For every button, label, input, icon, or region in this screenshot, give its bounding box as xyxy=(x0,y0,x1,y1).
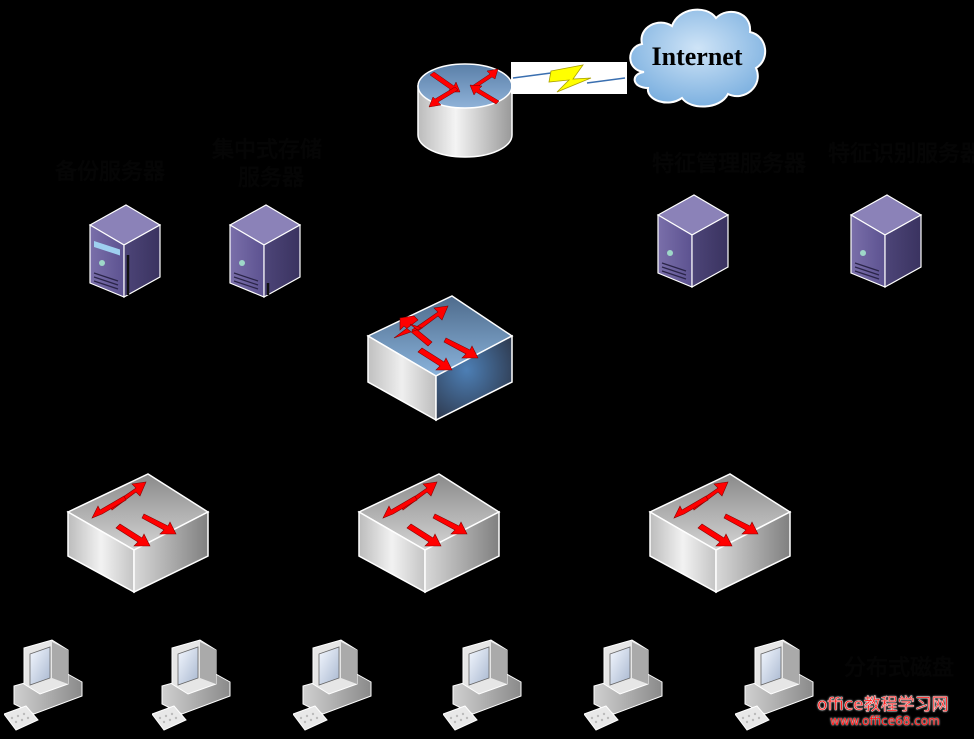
switch-icon xyxy=(66,473,210,594)
watermark-title: office教程学习网 xyxy=(817,695,949,715)
workstation-icon xyxy=(152,639,231,731)
server-backup xyxy=(88,203,162,299)
server-label-backup: 备份服务器 xyxy=(55,159,166,185)
workstation-2 xyxy=(152,638,252,738)
workstation-1 xyxy=(4,638,104,738)
wan-link xyxy=(511,62,627,94)
workstation-4 xyxy=(443,638,543,738)
server-feature-mgmt xyxy=(656,193,730,289)
router xyxy=(416,60,514,160)
server-icon xyxy=(656,194,730,289)
router-icon xyxy=(417,63,513,158)
access-switch-1 xyxy=(66,472,212,594)
server-icon xyxy=(88,204,162,299)
workstation-icon xyxy=(4,639,83,731)
internet-cloud xyxy=(624,2,770,112)
access-switch-3 xyxy=(648,472,794,594)
core-switch xyxy=(366,294,516,422)
server-label-feature-recog: 特征识别服务器 xyxy=(828,141,974,167)
workstation-5 xyxy=(584,638,684,738)
server-icon xyxy=(849,194,923,289)
workstation-icon xyxy=(735,639,814,731)
workstation-3 xyxy=(293,638,393,738)
internet-label: Internet xyxy=(651,42,743,71)
server-icon xyxy=(228,204,302,299)
workstation-6 xyxy=(735,638,835,738)
workstation-icon xyxy=(293,639,372,731)
server-label-storage-line2: 服务器 xyxy=(238,165,305,191)
server-label-storage-line1: 集中式存储 xyxy=(212,137,323,163)
workstation-icon xyxy=(584,639,663,731)
workstation-icon xyxy=(443,639,522,731)
switch-icon xyxy=(357,473,501,594)
workstations-label: 分布式磁盘 xyxy=(844,655,955,681)
watermark-url: www.office68.com xyxy=(830,714,940,728)
lightning-bolt-icon xyxy=(511,62,627,94)
server-label-feature-mgmt: 特征管理服务器 xyxy=(652,151,807,177)
server-feature-recog xyxy=(849,193,923,289)
switch-icon xyxy=(648,473,792,594)
server-storage xyxy=(228,203,302,299)
cloud-icon xyxy=(629,8,766,108)
core-switch-icon xyxy=(366,295,514,422)
access-switch-2 xyxy=(357,472,503,594)
